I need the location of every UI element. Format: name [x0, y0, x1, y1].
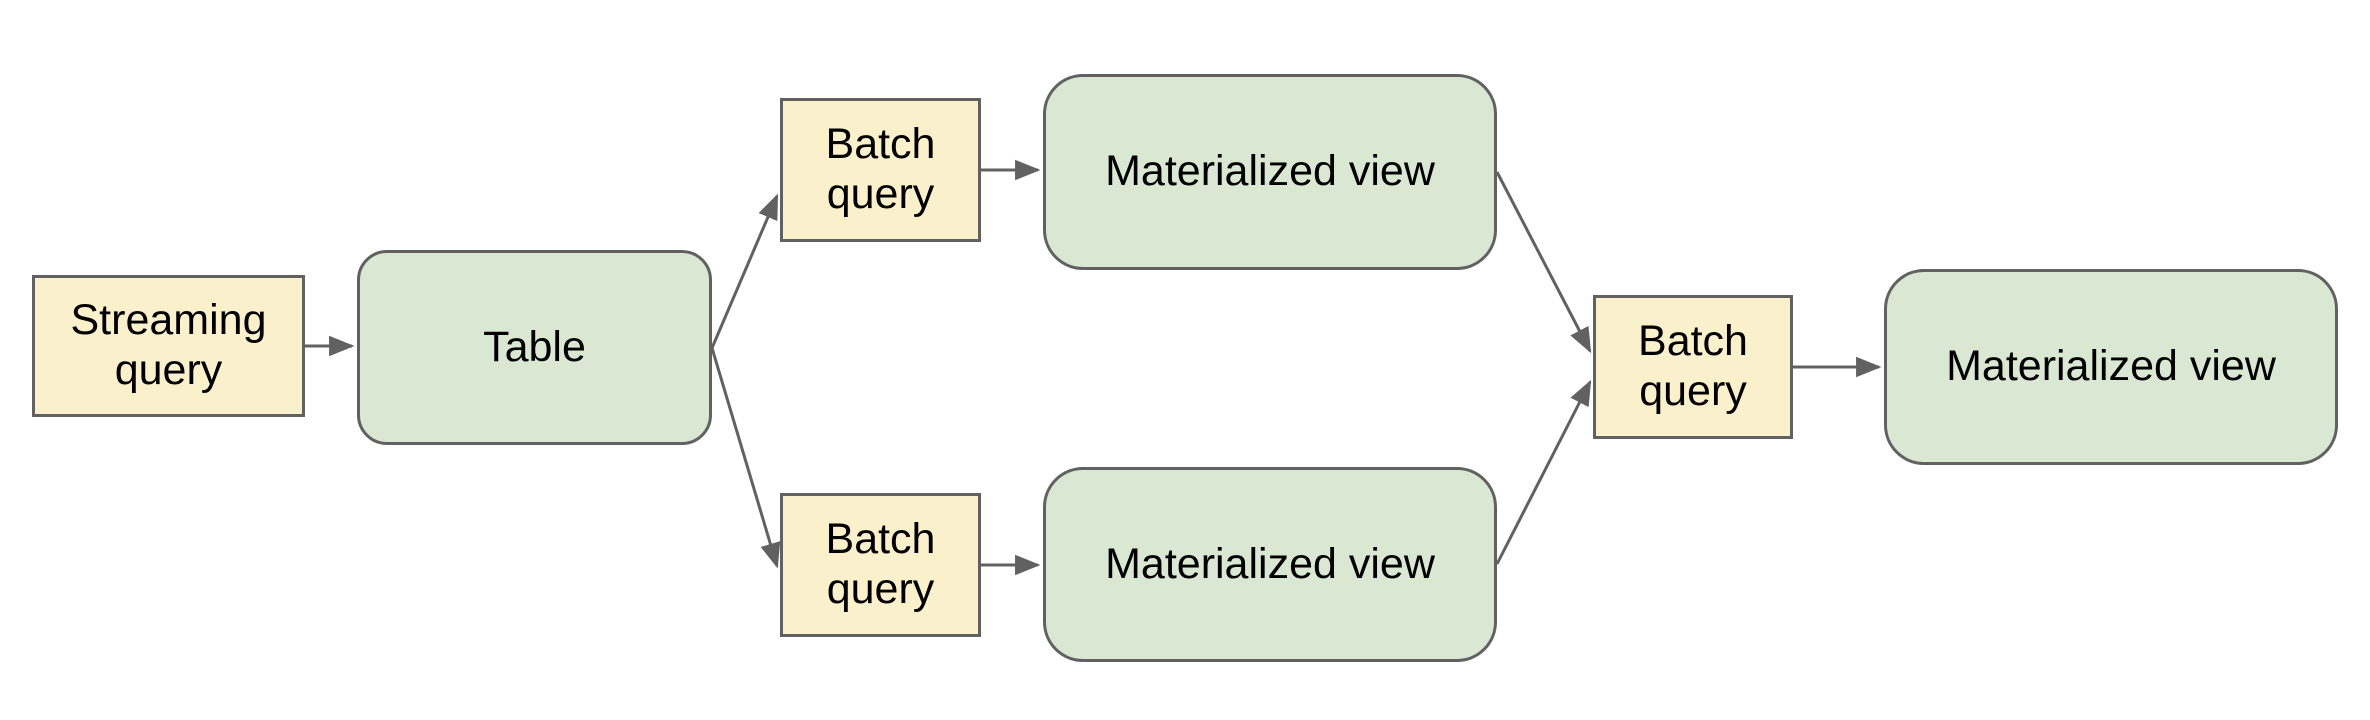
edge-mv-top-to-batch-query-right [1495, 171, 1592, 354]
node-table-label: Table [483, 322, 586, 371]
node-table: Table [357, 250, 712, 445]
node-batch-query-bottom-label: Batch query [825, 515, 936, 613]
edge-mv-bottom-to-batch-query-right [1495, 379, 1592, 565]
node-materialized-view-bottom-label: Materialized view [1105, 539, 1435, 588]
node-materialized-view-top: Materialized view [1043, 74, 1497, 270]
node-batch-query-right: Batch query [1593, 295, 1793, 439]
node-streaming-query-label: Streaming query [70, 296, 267, 394]
node-materialized-view-right: Materialized view [1884, 269, 2338, 465]
edge-table-to-batch-query-bottom [710, 347, 781, 569]
node-batch-query-bottom: Batch query [780, 493, 981, 637]
node-batch-query-top-label: Batch query [825, 120, 936, 218]
node-materialized-view-bottom: Materialized view [1043, 467, 1497, 662]
node-materialized-view-top-label: Materialized view [1105, 147, 1435, 196]
edge-table-to-batch-query-top [710, 193, 779, 349]
node-streaming-query: Streaming query [32, 275, 305, 417]
node-batch-query-right-label: Batch query [1638, 317, 1748, 415]
node-materialized-view-right-label: Materialized view [1946, 342, 2276, 391]
node-batch-query-top: Batch query [780, 98, 981, 242]
